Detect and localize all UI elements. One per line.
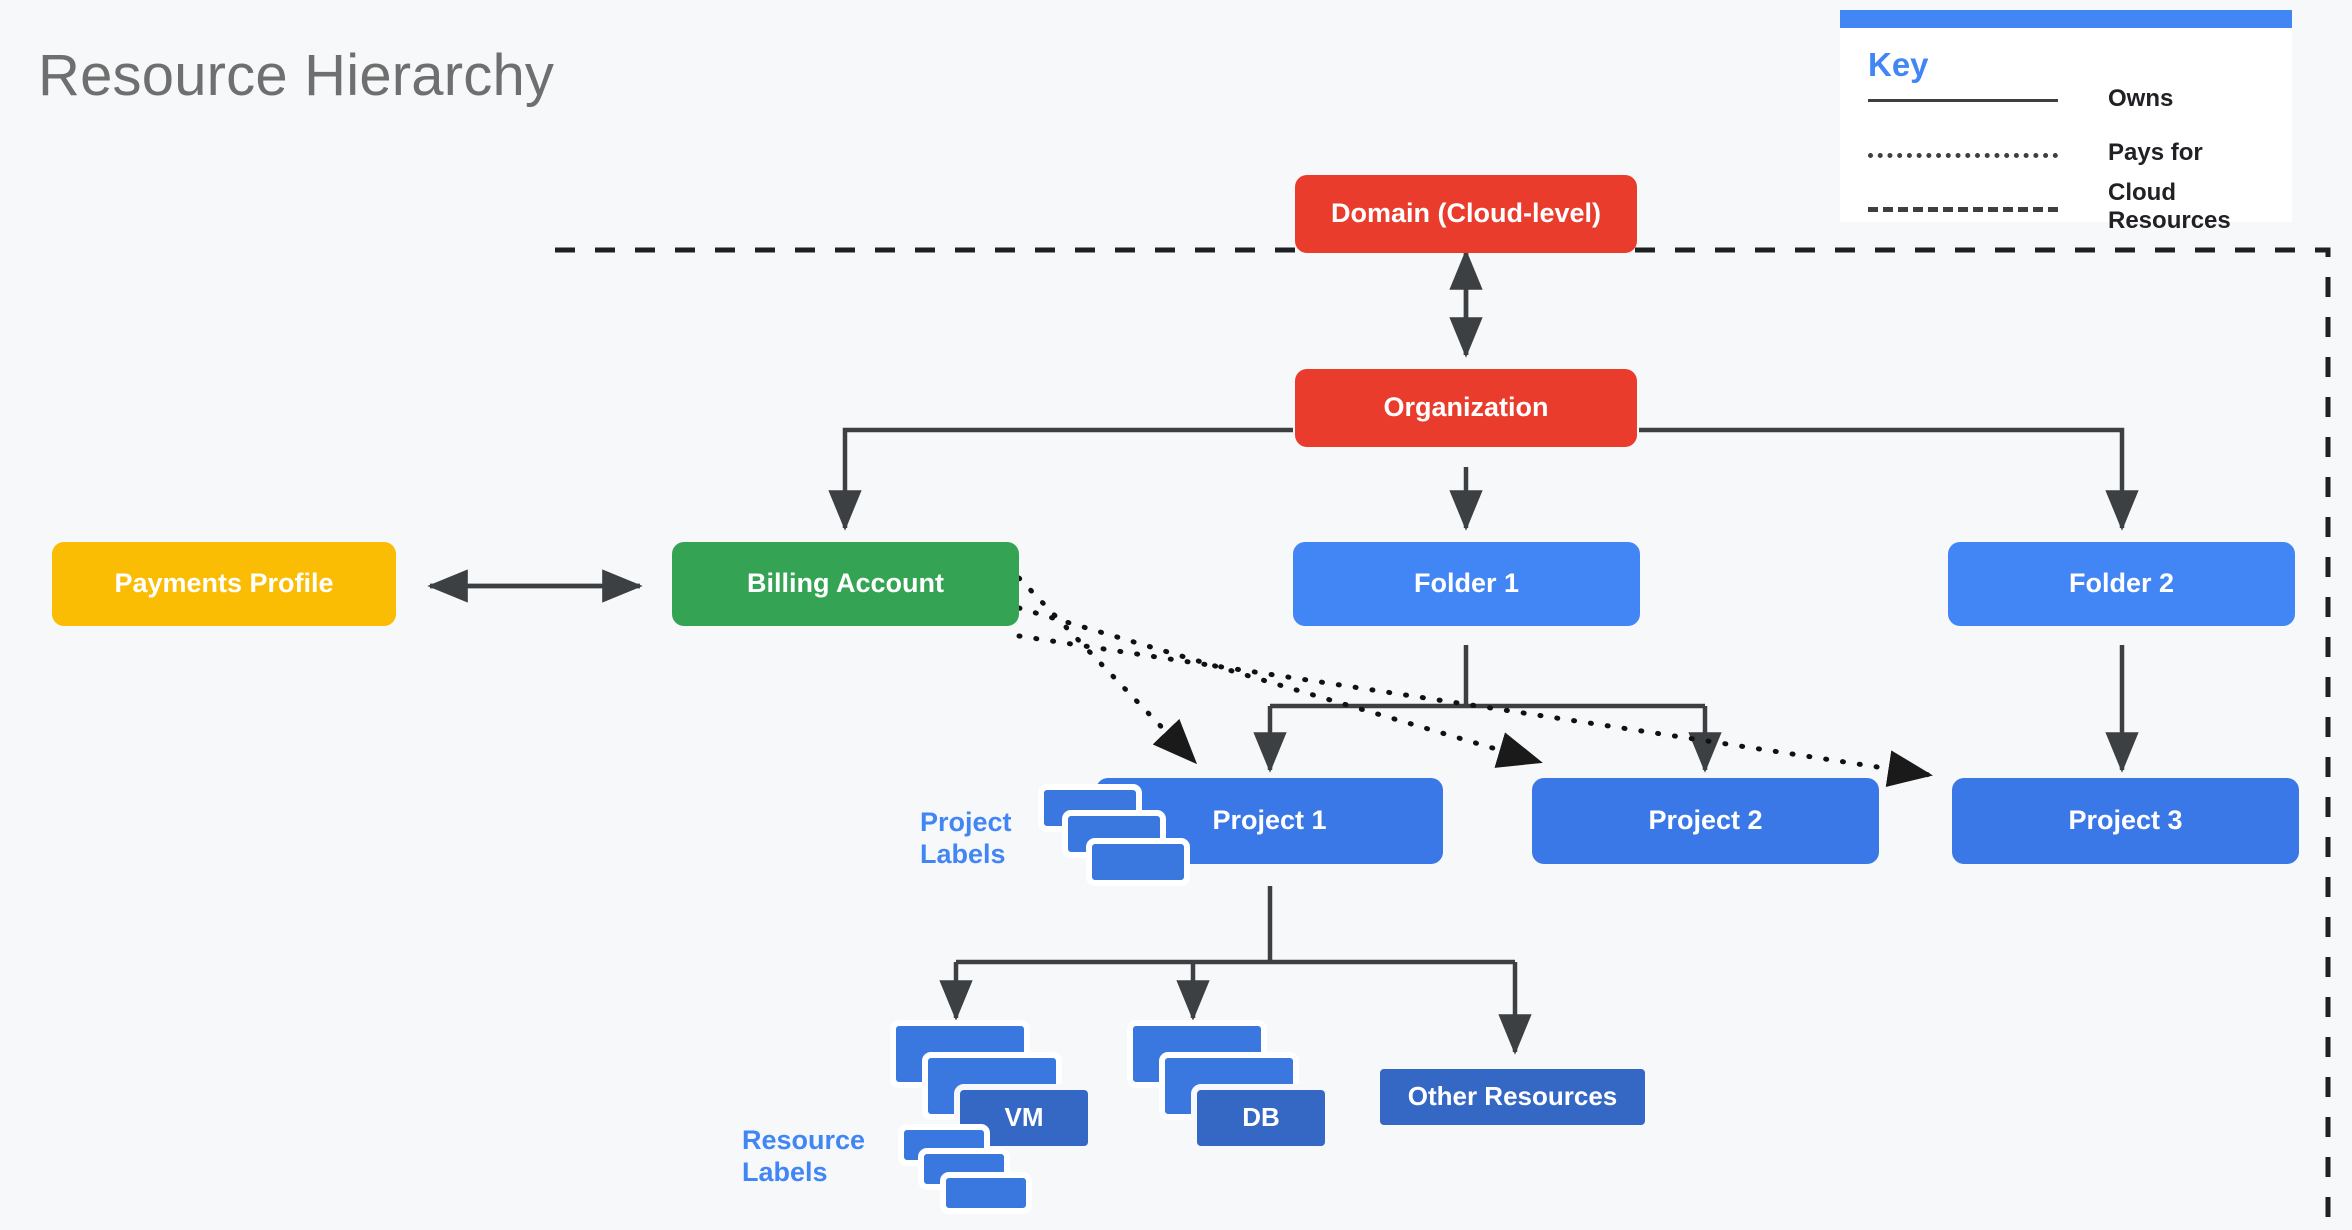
edge-billing-project1-paysfor	[1016, 575, 1198, 765]
resource-labels-line-2: Labels	[742, 1156, 828, 1187]
key-row-pays-for: Pays for	[1868, 126, 2278, 180]
node-payments-profile[interactable]: Payments Profile	[52, 542, 396, 626]
node-folder-2[interactable]: Folder 2	[1948, 542, 2295, 626]
key-row-cloud-resources: Cloud Resources	[1868, 179, 2278, 234]
page-title: Resource Hierarchy	[38, 43, 555, 108]
cloud-resources-boundary	[555, 247, 2331, 1226]
key-line-dashed-icon	[1868, 207, 2058, 212]
key-accent-bar	[1840, 10, 2292, 28]
project-labels-text: Project Labels	[920, 807, 1080, 871]
project-labels-line-1: Project	[920, 807, 1012, 837]
resource-labels-text: Resource Labels	[742, 1125, 932, 1189]
node-project-1[interactable]: Project 1	[1096, 778, 1443, 864]
edge-billing-project3-paysfor	[1016, 633, 1933, 787]
key-label-pays-for: Pays for	[2108, 139, 2203, 167]
node-db[interactable]: DB	[1191, 1084, 1331, 1152]
node-domain[interactable]: Domain (Cloud-level)	[1295, 175, 1637, 253]
edge-org-billing	[828, 427, 1293, 531]
key-label-owns: Owns	[2108, 85, 2174, 113]
edge-org-folder2	[1639, 427, 2139, 531]
key-label-cloud-resources: Cloud Resources	[2108, 179, 2231, 234]
node-billing-account[interactable]: Billing Account	[672, 542, 1019, 626]
key-line-solid-icon	[1868, 99, 2058, 102]
resource-labels-line-1: Resource	[742, 1125, 866, 1155]
key-title: Key	[1868, 46, 1929, 83]
key-legend: Key Owns Pays for Cloud Resources	[1840, 10, 2292, 234]
project-labels-stack-icon	[1038, 784, 1190, 894]
node-folder-1[interactable]: Folder 1	[1293, 542, 1640, 626]
edge-billing-project2-paysfor	[1016, 605, 1543, 768]
key-line-dotted-icon	[1868, 153, 2058, 158]
node-other-resources[interactable]: Other Resources	[1374, 1063, 1651, 1131]
node-organization[interactable]: Organization	[1295, 369, 1637, 447]
key-row-owns: Owns	[1868, 72, 2278, 126]
node-project-2[interactable]: Project 2	[1532, 778, 1879, 864]
node-project-3[interactable]: Project 3	[1952, 778, 2299, 864]
project-labels-line-2: Labels	[920, 838, 1006, 869]
resource-labels-stack-icon	[898, 1124, 1038, 1230]
